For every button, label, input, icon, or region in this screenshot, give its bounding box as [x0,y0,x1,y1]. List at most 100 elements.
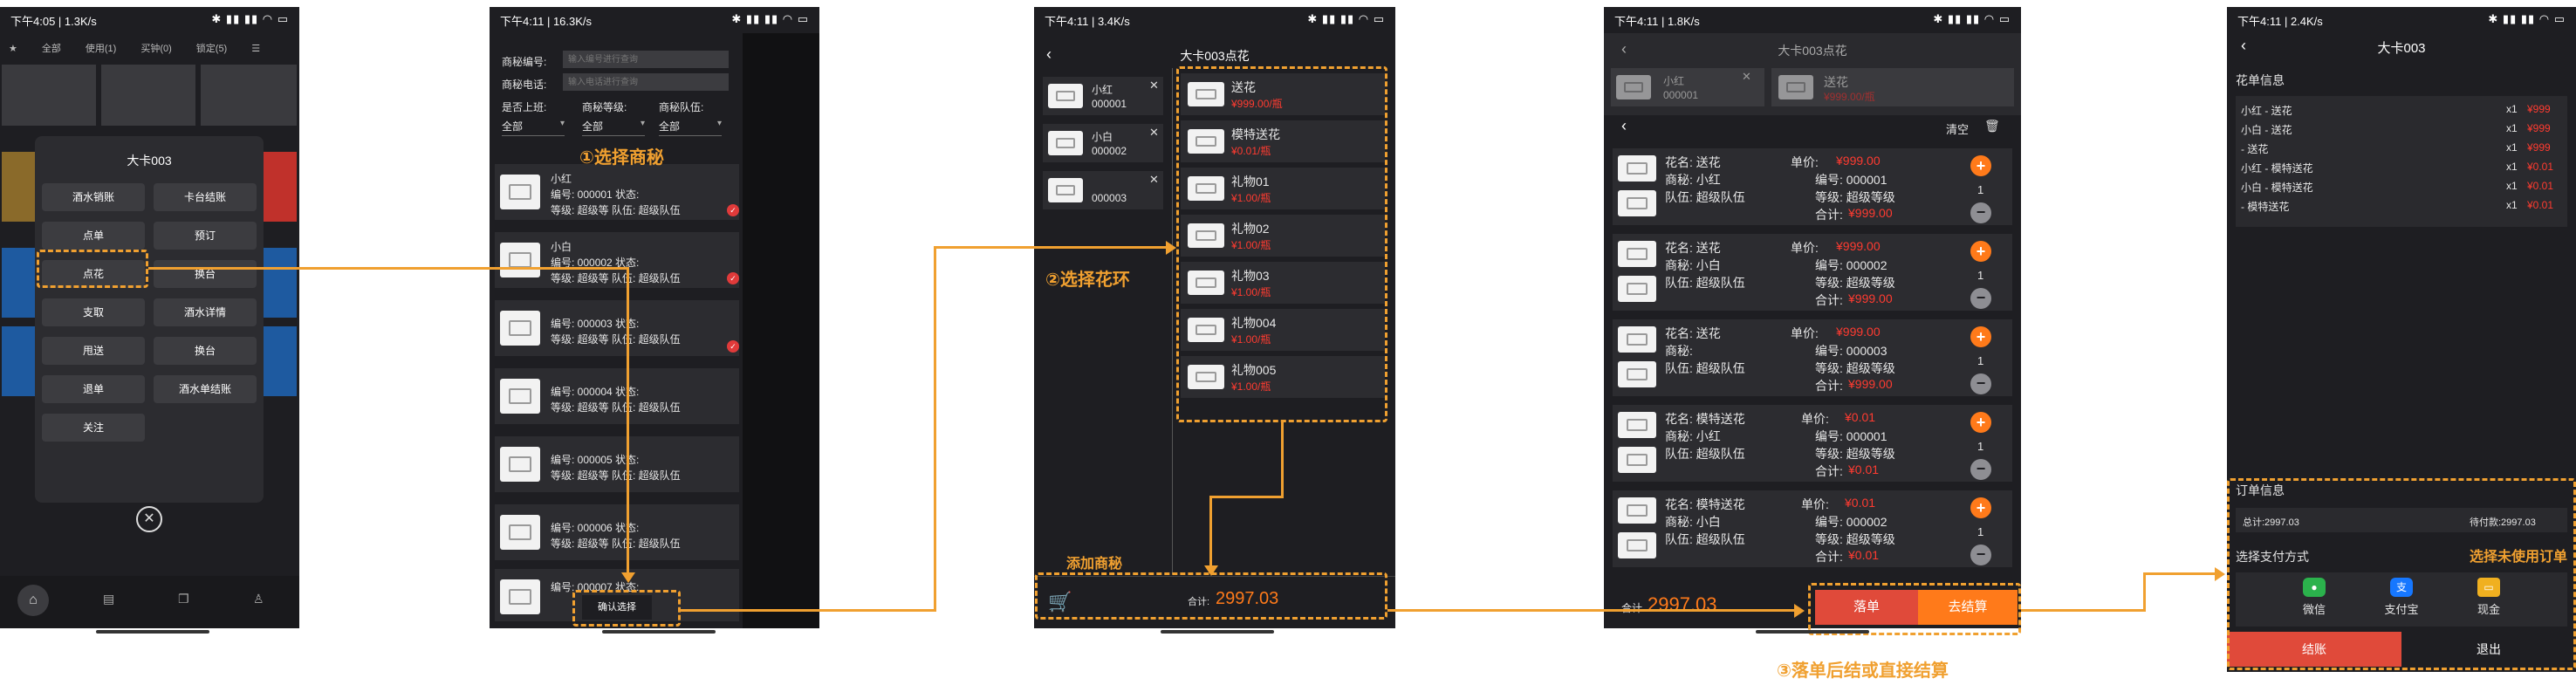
secretary-card[interactable]: 000003 ✕ [1043,171,1163,209]
menu-btn-wine-detail[interactable]: 酒水详情 [154,298,257,326]
pay-wechat[interactable]: ● 微信 [2288,578,2340,623]
secretary-number-input[interactable] [563,51,729,68]
line-price: ¥999 [2527,141,2551,154]
minus-icon[interactable]: − [1970,373,1991,394]
trash-icon[interactable]: 🗑 [1984,119,2000,133]
minus-icon[interactable]: − [1970,545,1991,565]
minus-icon[interactable]: − [1970,459,1991,480]
exit-button[interactable]: 退出 [2401,632,2576,667]
flower-item[interactable]: 礼物005 ¥1.00/瓶 [1181,356,1385,398]
clear-label[interactable]: 清空 [1946,123,1970,136]
menu-btn-refund[interactable]: 退单 [42,375,145,403]
plus-icon[interactable]: + [1970,155,1991,176]
close-icon[interactable]: ✕ [136,506,162,532]
secretary-list-item[interactable]: 编号: 000006 状态: 等级: 超级等 队伍: 超级队伍 [495,504,739,560]
menu-btn-wine-bill-checkout[interactable]: 酒水单结账 [154,375,257,403]
flower-item[interactable]: 送花 ¥999.00/瓶 [1181,73,1385,115]
menu-btn-withdraw[interactable]: 支取 [42,298,145,326]
menu-btn-swap-table[interactable]: 换台 [154,337,257,365]
line-name: 小红 - 模特送花 [2241,162,2313,175]
tab-in-use[interactable]: 使用(1) [85,44,117,54]
status-time: 下午4:11 | 3.4K/s [1045,15,1130,28]
line-price: ¥0.01 [2527,180,2554,192]
line-qty: x1 [2506,103,2518,115]
line-qty: x1 [2506,161,2518,173]
place-order-button[interactable]: 落单 [1815,590,1918,625]
plus-icon[interactable]: + [1970,241,1991,262]
flower-item[interactable]: 模特送花 ¥0.01/瓶 [1181,120,1385,162]
remove-icon[interactable]: ✕ [1149,173,1159,186]
secretary-card[interactable]: 小红 000001 ✕ [1043,77,1163,115]
table-tile[interactable] [101,65,195,126]
back-icon[interactable]: ‹ [1621,117,1627,134]
line-qty: x1 [2506,141,2518,154]
settle-button[interactable]: 结账 [2227,632,2401,667]
flower-item[interactable]: 礼物004 ¥1.00/瓶 [1181,309,1385,351]
tab-buy-clock[interactable]: 买钟(0) [140,44,172,54]
menu-btn-table-checkout[interactable]: 卡台结账 [154,183,257,211]
filter-team-select[interactable]: 全部▾ [659,119,722,136]
pay-alipay[interactable]: 支 支付宝 [2375,578,2428,623]
pay-cash[interactable]: ▭ 现金 [2463,578,2515,623]
filter-level-select[interactable]: 全部▾ [582,119,645,136]
menu-btn-change-table[interactable]: 换台 [154,260,257,288]
back-icon[interactable]: ‹ [1046,45,1052,63]
connector [934,246,1168,249]
order-total: ¥0.01 [1848,462,1880,476]
menu-icon[interactable]: ☰ [251,43,261,54]
back-icon[interactable]: ‹ [2241,37,2246,54]
user-icon[interactable]: ♙ [253,592,264,606]
highlight-total-bar [1035,572,1387,620]
plus-icon[interactable]: + [1970,497,1991,518]
order-qty[interactable]: 1 [1977,440,1984,453]
secretary-list-item[interactable]: 编号: 000003 状态: 等级: 超级等 队伍: 超级队伍 ✓ [495,300,739,356]
confirm-select-button[interactable]: 确认选择 [582,595,652,620]
minus-icon[interactable]: − [1970,288,1991,309]
order-qty[interactable]: 1 [1977,525,1984,538]
cart-icon[interactable]: 🛒 [1048,591,1072,613]
menu-btn-order[interactable]: 点单 [42,222,145,250]
line-qty: x1 [2506,180,2518,192]
table-tile[interactable] [2,65,96,126]
secretary-phone-input[interactable] [563,73,729,91]
table-tile[interactable] [201,65,297,126]
bill-icon[interactable]: ▤ [103,592,115,606]
menu-btn-reserve[interactable]: 预订 [154,222,257,250]
secretary-list-item[interactable]: 编号: 000004 状态: 等级: 超级等 队伍: 超级队伍 [495,368,739,424]
tab-all[interactable]: 全部 [41,44,61,54]
annotation-step1: ①选择商秘 [579,148,664,168]
secretary-list-item[interactable]: 编号: 000005 状态: 等级: 超级等 队伍: 超级队伍 [495,436,739,492]
order-qty[interactable]: 1 [1977,354,1984,367]
home-indicator [602,630,716,634]
flower-item[interactable]: 礼物02 ¥1.00/瓶 [1181,215,1385,257]
minus-icon[interactable]: − [1970,202,1991,223]
order-flower: 花名: 送花 [1665,155,1721,169]
remove-icon[interactable]: ✕ [1149,126,1159,139]
star-icon[interactable]: ★ [9,43,17,54]
copy-icon[interactable]: ❐ [178,592,189,606]
back-icon[interactable]: ‹ [1621,40,1627,58]
order-qty[interactable]: 1 [1977,183,1984,196]
flower-item[interactable]: 礼物03 ¥1.00/瓶 [1181,262,1385,304]
home-icon[interactable]: ⌂ [17,585,49,616]
flower-item[interactable]: 礼物01 ¥1.00/瓶 [1181,168,1385,209]
menu-btn-wine-writeoff[interactable]: 酒水销账 [42,183,145,211]
secretary-list-item[interactable]: 小白 编号: 000002 状态: 等级: 超级等 队伍: 超级队伍 ✓ [495,232,739,288]
checkout-button[interactable]: 去结算 [1918,590,2018,625]
arrow-head-right [2215,567,2225,581]
plus-icon[interactable]: + [1970,412,1991,433]
secretary-card[interactable]: 小白 000002 ✕ [1043,124,1163,162]
order-qty[interactable]: 1 [1977,269,1984,282]
filter-onduty-select[interactable]: 全部▾ [502,119,565,136]
plus-icon[interactable]: + [1970,326,1991,347]
order-total-label: 合计: [1815,293,1843,307]
home-indicator [1161,630,1274,634]
secretary-list-item[interactable]: 小红 编号: 000001 状态: 等级: 超级等 队伍: 超级队伍 ✓ [495,164,739,220]
menu-btn-gift[interactable]: 甩送 [42,337,145,365]
status-bar: 下午4:11 | 1.8K/s ✱ ▮▮ ▮▮ ◠ ▭ [1604,7,2021,28]
tab-locked[interactable]: 锁定(5) [195,44,228,54]
order-flower: 花名: 模特送花 [1665,412,1745,426]
remove-icon[interactable]: ✕ [1149,79,1159,92]
menu-btn-order-flower[interactable]: 点花 [42,260,145,288]
menu-btn-follow[interactable]: 关注 [42,414,145,442]
